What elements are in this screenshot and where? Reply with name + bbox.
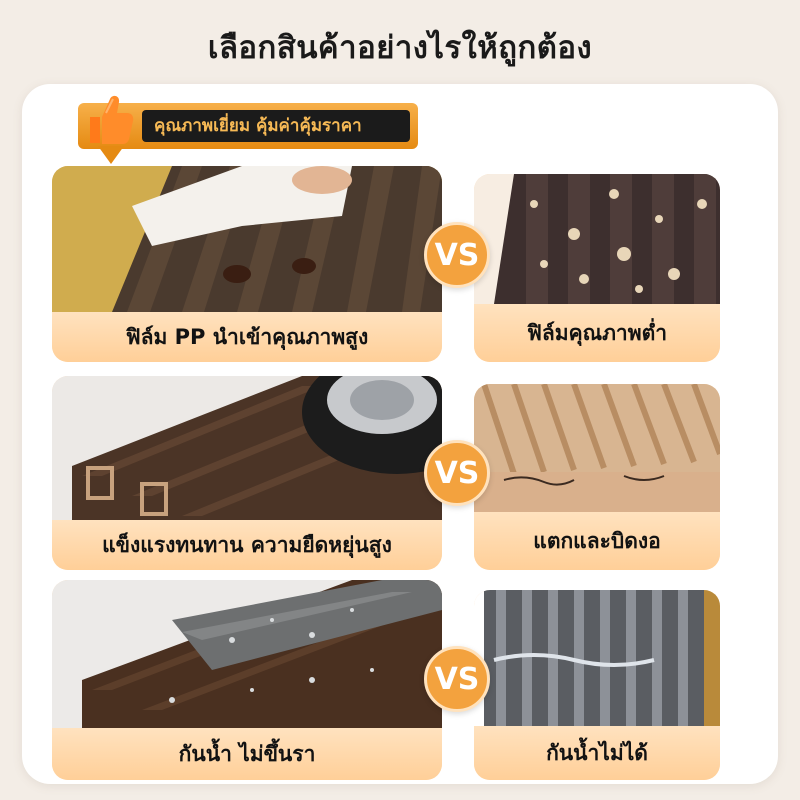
bad-film-caption: ฟิล์มคุณภาพต่ำ: [474, 304, 720, 362]
water-drops-panel-image: [52, 580, 442, 728]
page-title: เลือกสินค้าอย่างไรให้ถูกต้อง: [207, 30, 593, 66]
card-good-strength: แข็งแรงทนทาน ความยืดหยุ่นสูง: [52, 376, 442, 570]
wet-panel-image: [474, 590, 720, 726]
vs-badge-3: VS: [424, 646, 490, 712]
good-waterproof-caption: กันน้ำ ไม่ขึ้นรา: [52, 728, 442, 780]
card-bad-film: ฟิล์มคุณภาพต่ำ: [474, 174, 720, 362]
thumbs-up-icon: [90, 95, 134, 144]
wiping-panel-image: [52, 166, 442, 312]
bad-waterproof-caption: กันน้ำไม่ได้: [474, 726, 720, 780]
warped-ceiling-image: [474, 384, 720, 512]
badge-label: คุณภาพเยี่ยม คุ้มค่าคุ้มราคา: [142, 110, 410, 142]
tire-panel-image: [52, 376, 442, 520]
card-bad-strength: แตกและบิดงอ: [474, 384, 720, 570]
peeling-panel-image: [474, 174, 720, 304]
card-bad-waterproof: กันน้ำไม่ได้: [474, 590, 720, 780]
badge-pointer: [98, 146, 124, 164]
bad-strength-caption: แตกและบิดงอ: [474, 512, 720, 570]
vs-badge-1: VS: [424, 222, 490, 288]
vs-badge-2: VS: [424, 440, 490, 506]
card-good-film: ฟิล์ม PP นำเข้าคุณภาพสูง: [52, 166, 442, 362]
card-good-waterproof: กันน้ำ ไม่ขึ้นรา: [52, 580, 442, 780]
good-film-caption: ฟิล์ม PP นำเข้าคุณภาพสูง: [52, 312, 442, 362]
quality-badge: คุณภาพเยี่ยม คุ้มค่าคุ้มราคา: [78, 95, 418, 149]
good-strength-caption: แข็งแรงทนทาน ความยืดหยุ่นสูง: [52, 520, 442, 570]
